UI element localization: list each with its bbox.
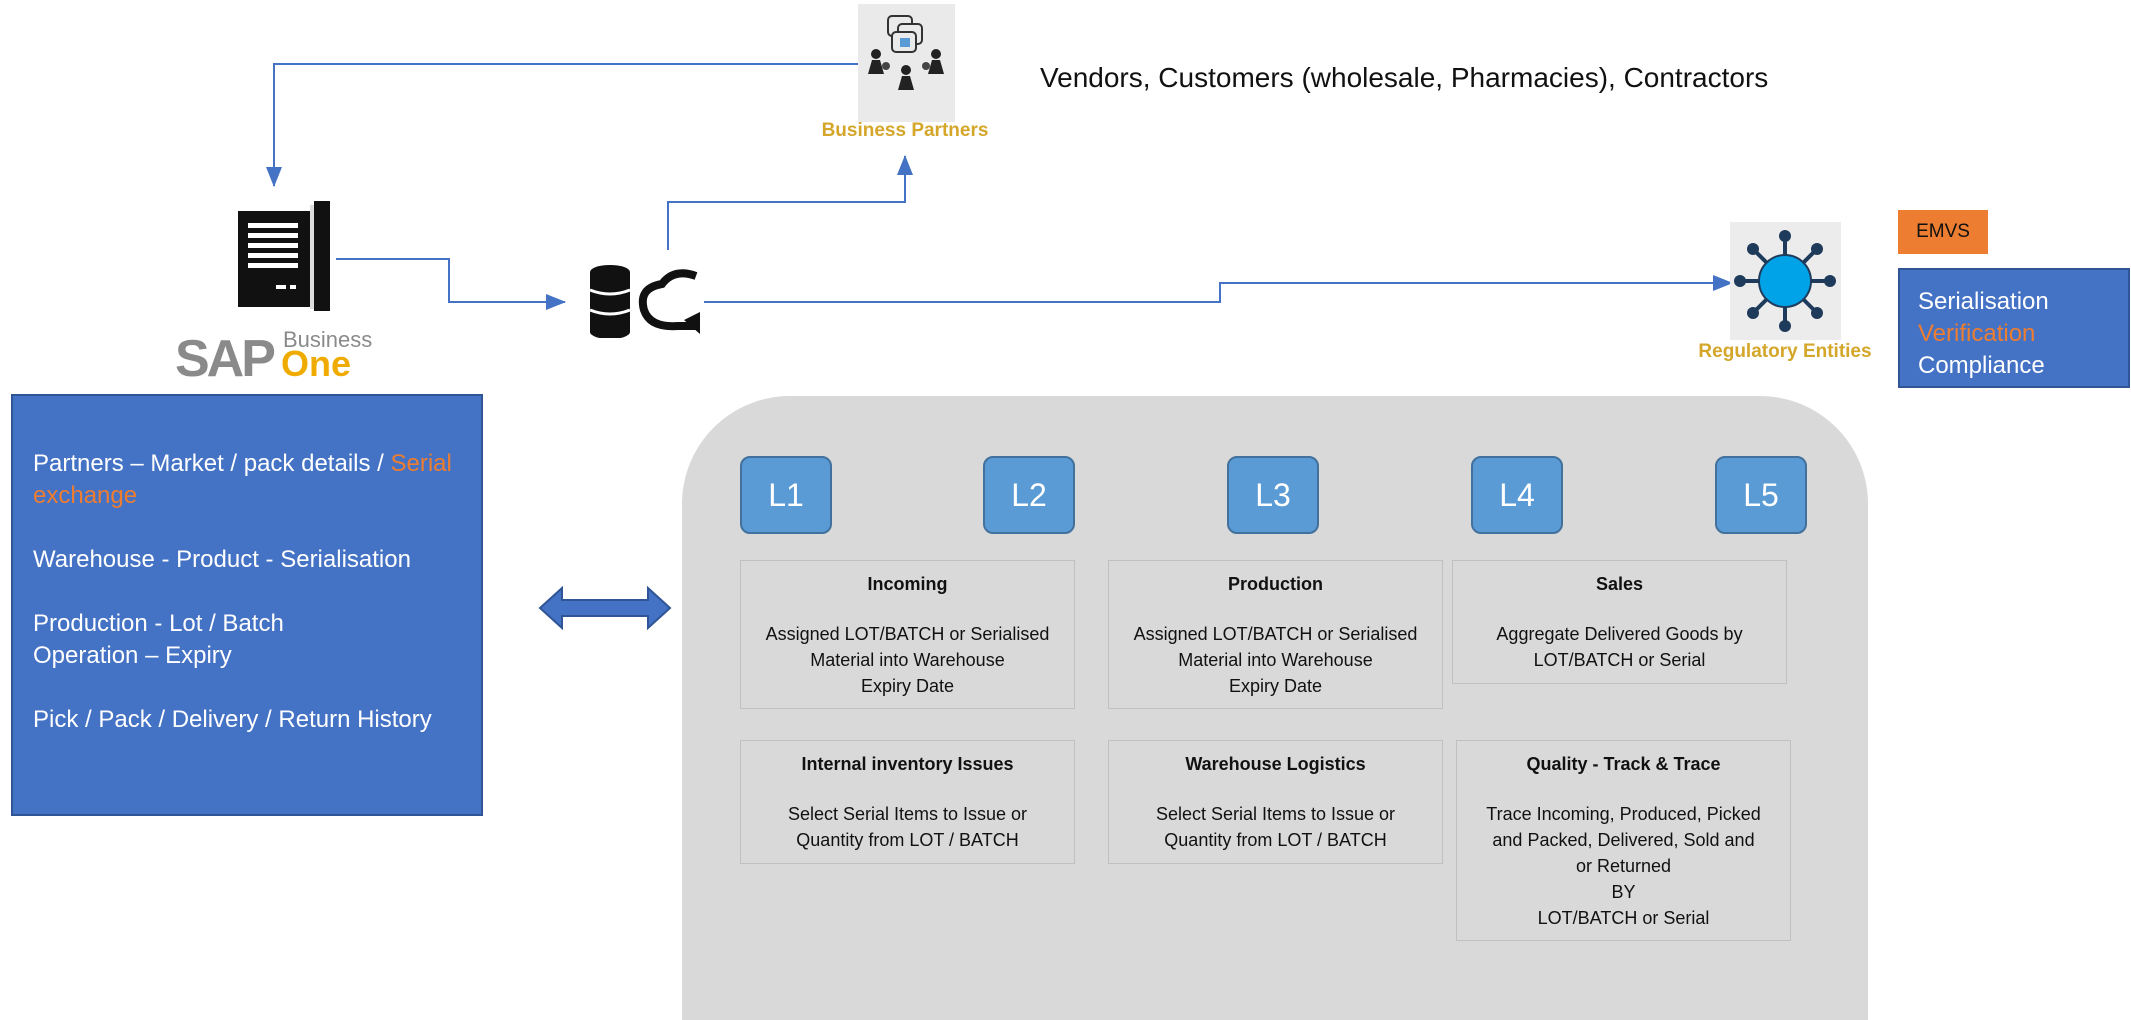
- level-l2: L2: [983, 456, 1075, 534]
- level-l5: L5: [1715, 456, 1807, 534]
- business-partners-icon: [868, 15, 944, 90]
- level-l4: L4: [1471, 456, 1563, 534]
- sales-body: Aggregate Delivered Goods by LOT/BATCH o…: [1496, 624, 1743, 670]
- verification-line: Verification: [1918, 320, 2036, 347]
- warehouse-logistics-card: Warehouse Logistics Select Serial Items …: [1108, 740, 1443, 864]
- sales-card: Sales Aggregate Delivered Goods by LOT/B…: [1452, 560, 1787, 684]
- bidirectional-arrow-icon: [538, 586, 672, 630]
- production-card: Production Assigned LOT/BATCH or Seriali…: [1108, 560, 1443, 709]
- regulatory-entities-caption: Regulatory Entities: [1698, 341, 1872, 362]
- sap-business-one-logo: SAP Business One: [175, 325, 375, 388]
- partners-to-sap-connector: [266, 63, 858, 187]
- regulatory-entities-image: [1730, 222, 1841, 340]
- warehouse-line: Warehouse - Product - Serialisation: [33, 546, 411, 573]
- business-partners-image: [858, 4, 955, 122]
- production-title: Production: [1228, 574, 1323, 594]
- sap-capabilities-box: Partners – Market / pack details / Seria…: [11, 394, 483, 816]
- business-partners-caption: Business Partners: [821, 120, 989, 141]
- database-cloud-icon: [588, 262, 708, 339]
- sap-logo-one: One: [281, 343, 352, 384]
- regulatory-globe-icon: [1734, 230, 1836, 332]
- quality-title: Quality - Track & Trace: [1526, 754, 1721, 774]
- production-body: Assigned LOT/BATCH or Serialised Materia…: [1133, 624, 1418, 696]
- serial-exchange-text: Serial exchange: [33, 450, 452, 509]
- database-to-regulatory-connector: [704, 275, 1733, 303]
- incoming-card: Incoming Assigned LOT/BATCH or Serialise…: [740, 560, 1075, 709]
- emvs-label: EMVS: [1898, 210, 1988, 254]
- sap-to-database-connector: [336, 258, 566, 310]
- internal-inventory-card: Internal inventory Issues Select Serial …: [740, 740, 1075, 864]
- history-line: Pick / Pack / Delivery / Return History: [33, 706, 432, 733]
- quality-body: Trace Incoming, Produced, Picked and Pac…: [1486, 804, 1761, 928]
- business-partners-description: Vendors, Customers (wholesale, Pharmacie…: [1040, 62, 1769, 93]
- emvs-services-box: Serialisation Verification Compliance: [1898, 268, 2130, 388]
- internal-inventory-body: Select Serial Items to Issue or Quantity…: [787, 804, 1028, 850]
- operation-text: Operation – Expiry: [33, 642, 232, 669]
- incoming-title: Incoming: [867, 574, 948, 594]
- internal-inventory-title: Internal inventory Issues: [801, 754, 1014, 774]
- sap-logo-business: Business: [283, 327, 373, 352]
- sap-logo-main: SAP: [175, 330, 276, 388]
- server-icon: [236, 201, 336, 311]
- partners-text: Partners – Market / pack details /: [33, 450, 391, 477]
- sales-title: Sales: [1595, 574, 1644, 594]
- level-l1: L1: [740, 456, 832, 534]
- incoming-body: Assigned LOT/BATCH or Serialised Materia…: [765, 624, 1050, 696]
- database-to-partners-connector: [667, 155, 913, 250]
- production-text: Production - Lot / Batch: [33, 610, 284, 637]
- serialisation-line: Serialisation: [1918, 288, 2049, 315]
- compliance-line: Compliance: [1918, 352, 2045, 379]
- level-l3: L3: [1227, 456, 1319, 534]
- warehouse-logistics-body: Select Serial Items to Issue or Quantity…: [1155, 804, 1396, 850]
- warehouse-logistics-title: Warehouse Logistics: [1185, 754, 1366, 774]
- quality-track-trace-card: Quality - Track & Trace Trace Incoming, …: [1456, 740, 1791, 941]
- partners-line: Partners – Market / pack details / Seria…: [33, 448, 461, 512]
